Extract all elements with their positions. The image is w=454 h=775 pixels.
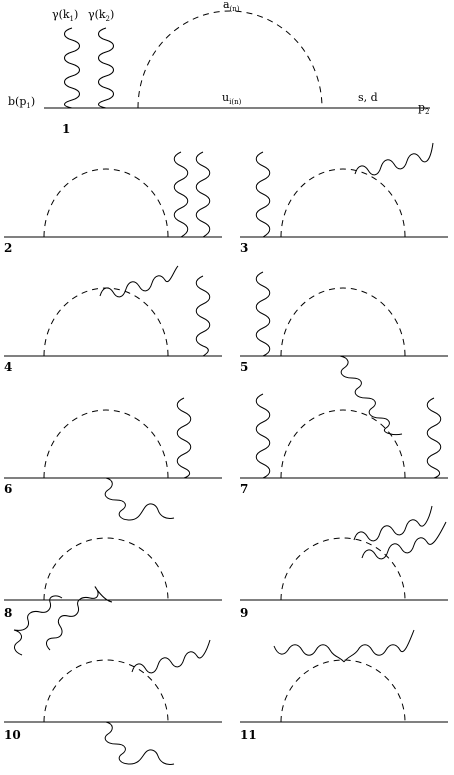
photon-2 [104, 721, 175, 765]
diagram-number: 5 [240, 360, 248, 374]
photon-k2 [98, 27, 114, 109]
photon-1 [255, 271, 271, 357]
scalar-loop [280, 287, 406, 357]
photon-2 [195, 151, 211, 238]
photon-1 [99, 265, 179, 298]
diagram-9: 9 [240, 505, 448, 620]
label-photon-k2: γ(k2) [88, 8, 114, 23]
diagram-number: 4 [4, 360, 12, 374]
diagram-number: 10 [4, 728, 21, 742]
diagram-number: 9 [240, 606, 248, 620]
diagram-number: 6 [4, 482, 12, 496]
diagram-number: 11 [240, 728, 257, 742]
photon-2 [354, 142, 434, 176]
diagram-number: 2 [4, 241, 12, 255]
label-scalar-a: a(n) [223, 0, 240, 13]
scalar-loop [43, 537, 169, 601]
scalar-loop [280, 168, 406, 238]
scalar-loop [280, 409, 406, 479]
diagram-7: 7 [240, 393, 448, 496]
photon-1 [255, 393, 271, 479]
scalar-loop [43, 168, 169, 238]
diagram-10: 10 [4, 639, 222, 765]
diagram-11: 11 [240, 629, 448, 742]
diagram-3: 3 [240, 142, 448, 255]
scalar-loop [280, 659, 406, 723]
photon-2 [339, 355, 403, 435]
photon-2 [343, 629, 415, 663]
photon-2 [361, 521, 447, 560]
label-p2: p2 [418, 101, 430, 116]
diagram-5: 5 [240, 271, 448, 435]
diagram-6: 6 [4, 397, 222, 521]
scalar-loop [137, 10, 323, 109]
photon-2 [426, 397, 442, 479]
diagram-number: 3 [240, 241, 248, 255]
diagram-8: 8 [4, 537, 222, 656]
diagram-1: b(p1) γ(k1) γ(k2) a(n) ui(n) s, d p2 1 [8, 0, 430, 136]
diagram-number: 7 [240, 482, 248, 496]
diagram-4: 4 [4, 265, 222, 374]
diagram-number: 8 [4, 606, 12, 620]
photon-1 [176, 397, 192, 479]
photon-1 [131, 639, 211, 674]
photon-1 [13, 595, 63, 656]
photon-2 [46, 586, 113, 651]
scalar-loop [43, 287, 169, 357]
label-photon-k1: γ(k1) [52, 8, 78, 23]
photon-1 [273, 644, 345, 663]
photon-k1 [64, 27, 80, 109]
photon-1 [353, 505, 433, 542]
scalar-loop [280, 537, 406, 601]
scalar-loop [43, 659, 169, 723]
photon-1 [173, 151, 189, 238]
photon-1 [255, 151, 271, 238]
scalar-loop [43, 409, 169, 479]
diagram-2: 2 [4, 151, 222, 255]
photon-2 [104, 477, 175, 521]
label-b-quark: b(p1) [8, 95, 35, 110]
photon-2 [195, 275, 211, 357]
label-internal-u: ui(n) [222, 91, 242, 106]
diagram-number: 1 [62, 122, 70, 136]
label-s-d: s, d [358, 91, 378, 104]
